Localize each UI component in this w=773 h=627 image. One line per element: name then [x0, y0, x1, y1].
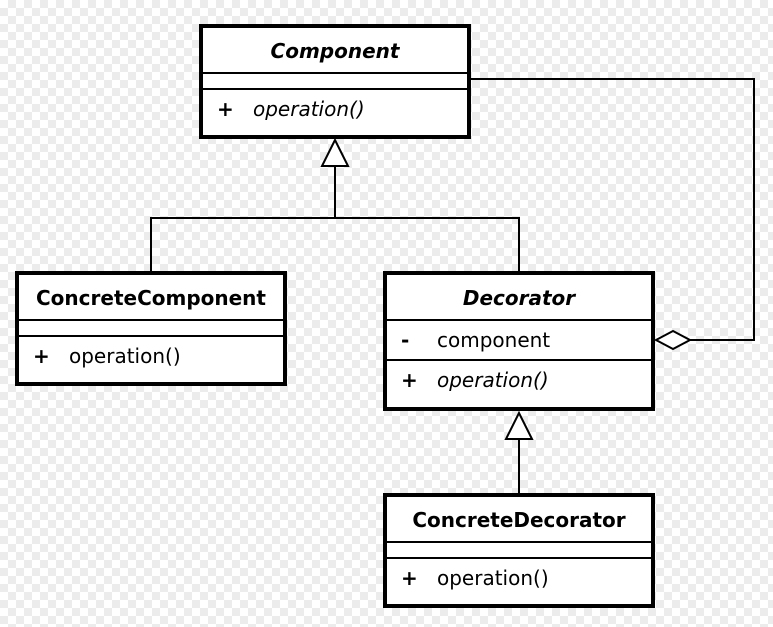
visibility-marker: +: [401, 566, 418, 590]
operation-row: + operation(): [19, 337, 283, 375]
class-concrete-component[interactable]: ConcreteComponent + operation(): [15, 271, 287, 386]
class-concrete-decorator[interactable]: ConcreteDecorator + operation(): [383, 493, 655, 608]
attribute-row: - component: [387, 321, 651, 359]
attributes-compartment: [203, 74, 467, 90]
attributes-compartment: [19, 321, 283, 337]
visibility-marker: -: [401, 328, 410, 352]
operations-compartment: + operation(): [19, 337, 283, 375]
operation-name: operation(): [437, 368, 549, 392]
class-name: ConcreteComponent: [19, 275, 283, 321]
class-name: Component: [203, 28, 467, 74]
visibility-marker: +: [401, 368, 418, 392]
visibility-marker: +: [217, 97, 234, 121]
aggregation-diamond: [653, 329, 693, 351]
operation-row: + operation(): [387, 559, 651, 597]
attributes-compartment: - component: [387, 321, 651, 361]
inheritance-line-decorator: [335, 217, 520, 271]
visibility-marker: +: [33, 344, 50, 368]
operations-compartment: + operation(): [387, 559, 651, 597]
operation-row: + operation(): [203, 90, 467, 128]
inheritance-line-concretecomponent: [150, 217, 335, 271]
aggregation-line: [471, 78, 755, 341]
operation-row: + operation(): [387, 361, 651, 399]
operations-compartment: + operation(): [387, 361, 651, 399]
attribute-name: component: [437, 328, 551, 352]
inheritance-arrowhead-component: [320, 137, 350, 167]
operation-name: operation(): [69, 344, 181, 368]
class-component[interactable]: Component + operation(): [199, 24, 471, 139]
attributes-compartment: [387, 543, 651, 559]
operation-name: operation(): [253, 97, 365, 121]
class-name: Decorator: [387, 275, 651, 321]
inheritance-arrowhead-decorator: [504, 410, 534, 440]
operations-compartment: + operation(): [203, 90, 467, 128]
class-decorator[interactable]: Decorator - component + operation(): [383, 271, 655, 411]
class-name: ConcreteDecorator: [387, 497, 651, 543]
operation-name: operation(): [437, 566, 549, 590]
